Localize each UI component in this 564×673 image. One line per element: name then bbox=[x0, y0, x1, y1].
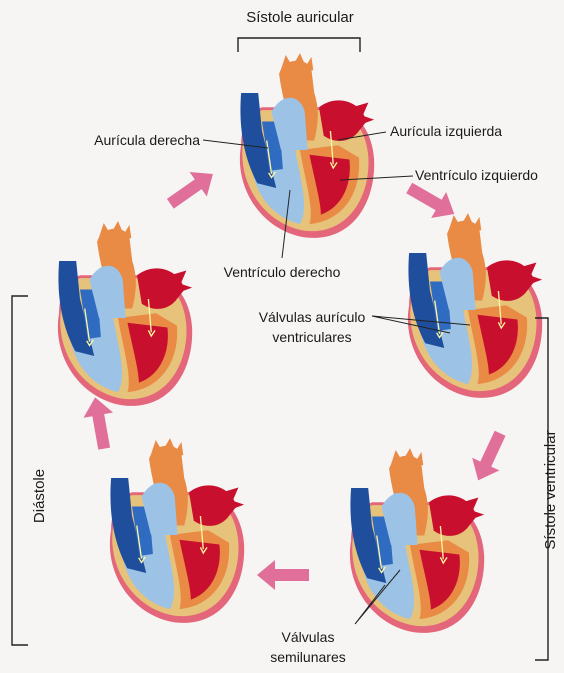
semilunar-label-1: Válvulas bbox=[282, 629, 335, 645]
left-ventricle-label: Ventrículo izquierdo bbox=[415, 167, 538, 183]
cycle-arrow-3 bbox=[465, 427, 514, 487]
cycle-arrow-4 bbox=[257, 560, 309, 590]
left-atrium-label: Aurícula izquierda bbox=[390, 123, 502, 139]
heart-lower-left bbox=[110, 438, 244, 623]
diastole-label: Diástole bbox=[31, 469, 48, 523]
right-atrium-label: Aurícula derecha bbox=[94, 132, 200, 148]
right-ventricle-label: Ventrículo derecho bbox=[224, 264, 341, 280]
cycle-arrow-1 bbox=[162, 162, 222, 216]
semilunar-label-2: semilunares bbox=[270, 649, 345, 665]
av-valves-label-1: Válvulas aurículo bbox=[259, 309, 366, 325]
heart-upper-left bbox=[58, 221, 192, 406]
atrial-systole-bracket bbox=[238, 38, 360, 52]
cycle-arrow-5 bbox=[80, 395, 119, 451]
heart-top bbox=[240, 53, 374, 238]
atrial-systole-label: Sístole auricular bbox=[246, 9, 354, 26]
diastole-bracket bbox=[12, 296, 28, 645]
ventricular-systole-label: Sístole ventricular bbox=[542, 430, 559, 549]
heart-upper-right bbox=[408, 213, 542, 398]
av-valves-label-2: ventriculares bbox=[272, 329, 351, 345]
